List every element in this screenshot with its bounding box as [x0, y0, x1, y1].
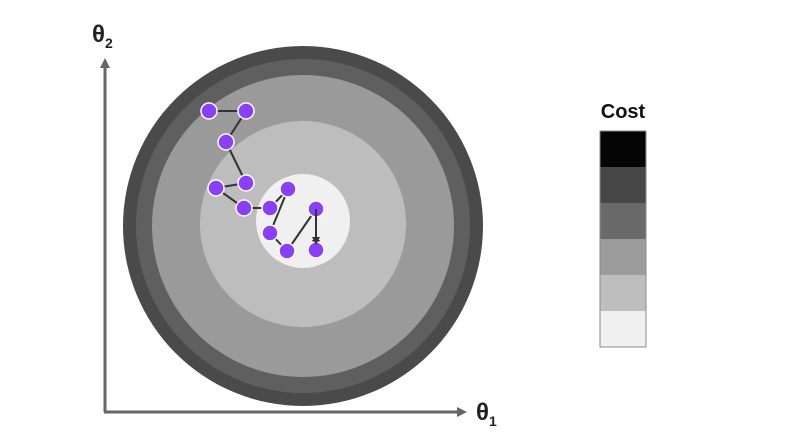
path-point-12	[307, 241, 325, 259]
path-point-6	[235, 199, 253, 217]
y-axis-symbol: θ	[92, 21, 105, 48]
path-point-1	[200, 102, 218, 120]
contour-ring-4	[256, 174, 350, 268]
cost-level-5	[600, 275, 646, 311]
cost-level-4	[600, 239, 646, 275]
contour-rings	[123, 46, 483, 406]
path-point-3	[217, 133, 235, 151]
path-point-2	[237, 102, 255, 120]
legend-title: Cost	[601, 101, 646, 123]
cost-legend: Cost	[599, 101, 647, 348]
path-point-5	[207, 179, 225, 197]
y-axis-subscript: 2	[105, 35, 113, 51]
path-point-7	[261, 199, 279, 217]
cost-level-2	[600, 167, 646, 203]
y-axis-label: θ2	[92, 21, 113, 51]
path-point-9	[261, 224, 279, 242]
axes	[100, 58, 467, 417]
x-axis-symbol: θ	[476, 399, 489, 426]
descent-path	[200, 102, 325, 260]
cost-level-3	[600, 203, 646, 239]
cost-level-1	[600, 131, 646, 167]
x-axis-subscript: 1	[489, 413, 497, 429]
path-point-8	[279, 180, 297, 198]
cost-legend-border	[599, 130, 647, 348]
x-axis-label: θ1	[476, 399, 497, 429]
path-point-4	[237, 174, 255, 192]
path-point-10	[278, 242, 296, 260]
cost-level-6	[600, 311, 646, 347]
